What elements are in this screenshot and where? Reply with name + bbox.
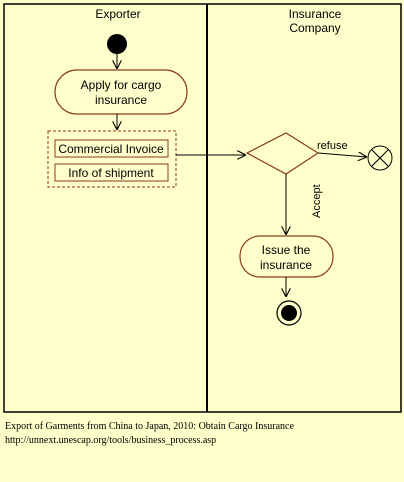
flow-final-node xyxy=(367,145,393,171)
decision-node xyxy=(245,132,320,175)
object-commercial-invoice xyxy=(54,139,169,158)
lane-title-insurance-company-line2: Company xyxy=(289,21,340,35)
action-apply-for-cargo-insurance xyxy=(54,69,188,115)
final-node xyxy=(276,300,302,326)
object-commercial-invoice-label: Commercial Invoice xyxy=(58,142,164,156)
swimlane-frame xyxy=(3,3,402,413)
edge-label-refuse: refuse xyxy=(317,140,348,152)
action-apply-label-line2: insurance xyxy=(95,93,147,107)
lane-title-exporter: Exporter xyxy=(95,7,140,21)
figure-caption: Export of Garments from China to Japan, … xyxy=(5,420,400,448)
caption-source-url[interactable]: http://unnext.unescap.org/tools/business… xyxy=(5,435,217,446)
edge-refuse xyxy=(317,153,367,157)
object-group xyxy=(47,130,177,188)
action-apply-label-line1: Apply for cargo xyxy=(81,78,162,92)
initial-node xyxy=(107,34,127,54)
lane-title-insurance-company-line1: Insurance xyxy=(289,7,342,21)
object-info-of-shipment xyxy=(54,163,169,182)
action-issue-label-line2: insurance xyxy=(260,258,312,272)
action-issue-label-line1: Issue the xyxy=(262,243,311,257)
caption-title: Export of Garments from China to Japan, … xyxy=(5,421,294,432)
object-info-of-shipment-label: Info of shipment xyxy=(68,166,154,180)
edge-label-accept: Accept xyxy=(311,184,323,218)
